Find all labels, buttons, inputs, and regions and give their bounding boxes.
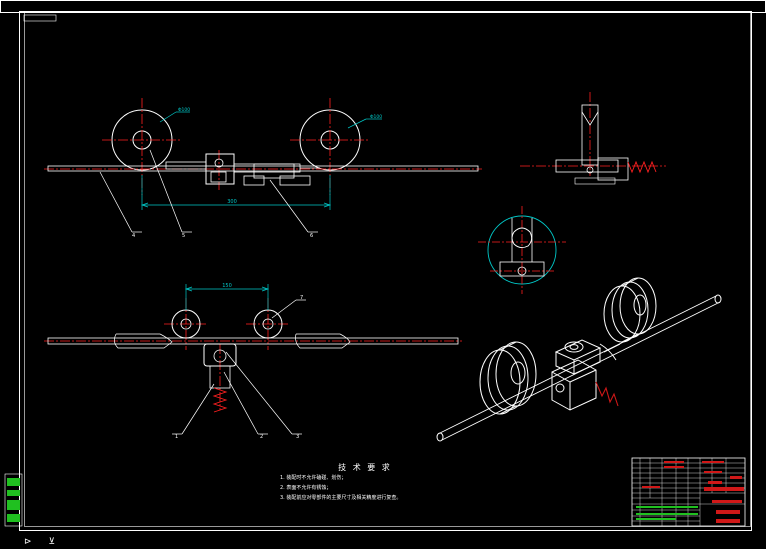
requirement-line-3: 3. 装配前应对零部件的主要尺寸及相关精度进行复查。 (280, 495, 402, 501)
ucs-icon[interactable]: ⊳ (24, 537, 32, 547)
iso-right-wheel (603, 277, 657, 343)
dim-150-label: 150 (222, 283, 232, 289)
title-block (631, 457, 746, 527)
isometric-view (436, 277, 722, 442)
top-border-strip (0, 0, 766, 13)
front-rod (47, 165, 479, 172)
iso-clamp (551, 339, 621, 411)
side-pulley-web (581, 104, 599, 166)
left-stamp (4, 473, 23, 527)
bottom-spring (212, 387, 228, 413)
bottom-rod (47, 337, 459, 345)
balloon-6: 6 (310, 233, 313, 239)
requirement-line-1: 1. 装配时不允许磕碰、划伤； (280, 475, 347, 481)
side-view (520, 92, 666, 185)
clamp-hole (214, 158, 224, 168)
status-icons: ⊳ ⊻ (24, 537, 55, 547)
iso-left-wheel (479, 341, 537, 415)
front-centerlines (44, 98, 482, 195)
inner-frame (24, 11, 751, 527)
iso-rod (437, 295, 721, 441)
left-arm (165, 161, 207, 170)
left-dia-label: Φ100 (178, 107, 190, 113)
dim-300 (140, 175, 332, 210)
right-dia-label: Φ100 (370, 114, 382, 120)
front-view: 300 Φ100 Φ100 4 5 6 (44, 98, 482, 239)
dim-150 (184, 284, 270, 310)
technical-requirements-title: 技 术 要 求 (338, 463, 392, 472)
balloon-7: 7 (300, 295, 303, 301)
outer-frame (19, 11, 752, 531)
side-block (597, 157, 629, 181)
balloon-1: 1 (175, 434, 178, 440)
drawing-number-box (23, 14, 57, 22)
detail-view (478, 206, 566, 294)
snap-mode-icon[interactable]: ⊻ (48, 537, 56, 547)
balloon-3: 3 (296, 434, 299, 440)
side-rod (555, 159, 619, 173)
side-spring (627, 160, 657, 174)
balloon-2: 2 (260, 434, 263, 440)
dim-300-label: 300 (227, 199, 237, 205)
bottom-view: 150 7 1 2 3 (44, 283, 462, 440)
requirement-line-2: 2. 表面不允许有锈蚀； (280, 485, 332, 491)
balloon-5: 5 (182, 233, 185, 239)
technical-requirements: 技 术 要 求 1. 装配时不允许磕碰、划伤； 2. 表面不允许有锈蚀； 3. … (280, 462, 510, 503)
balloon-4: 4 (132, 233, 135, 239)
